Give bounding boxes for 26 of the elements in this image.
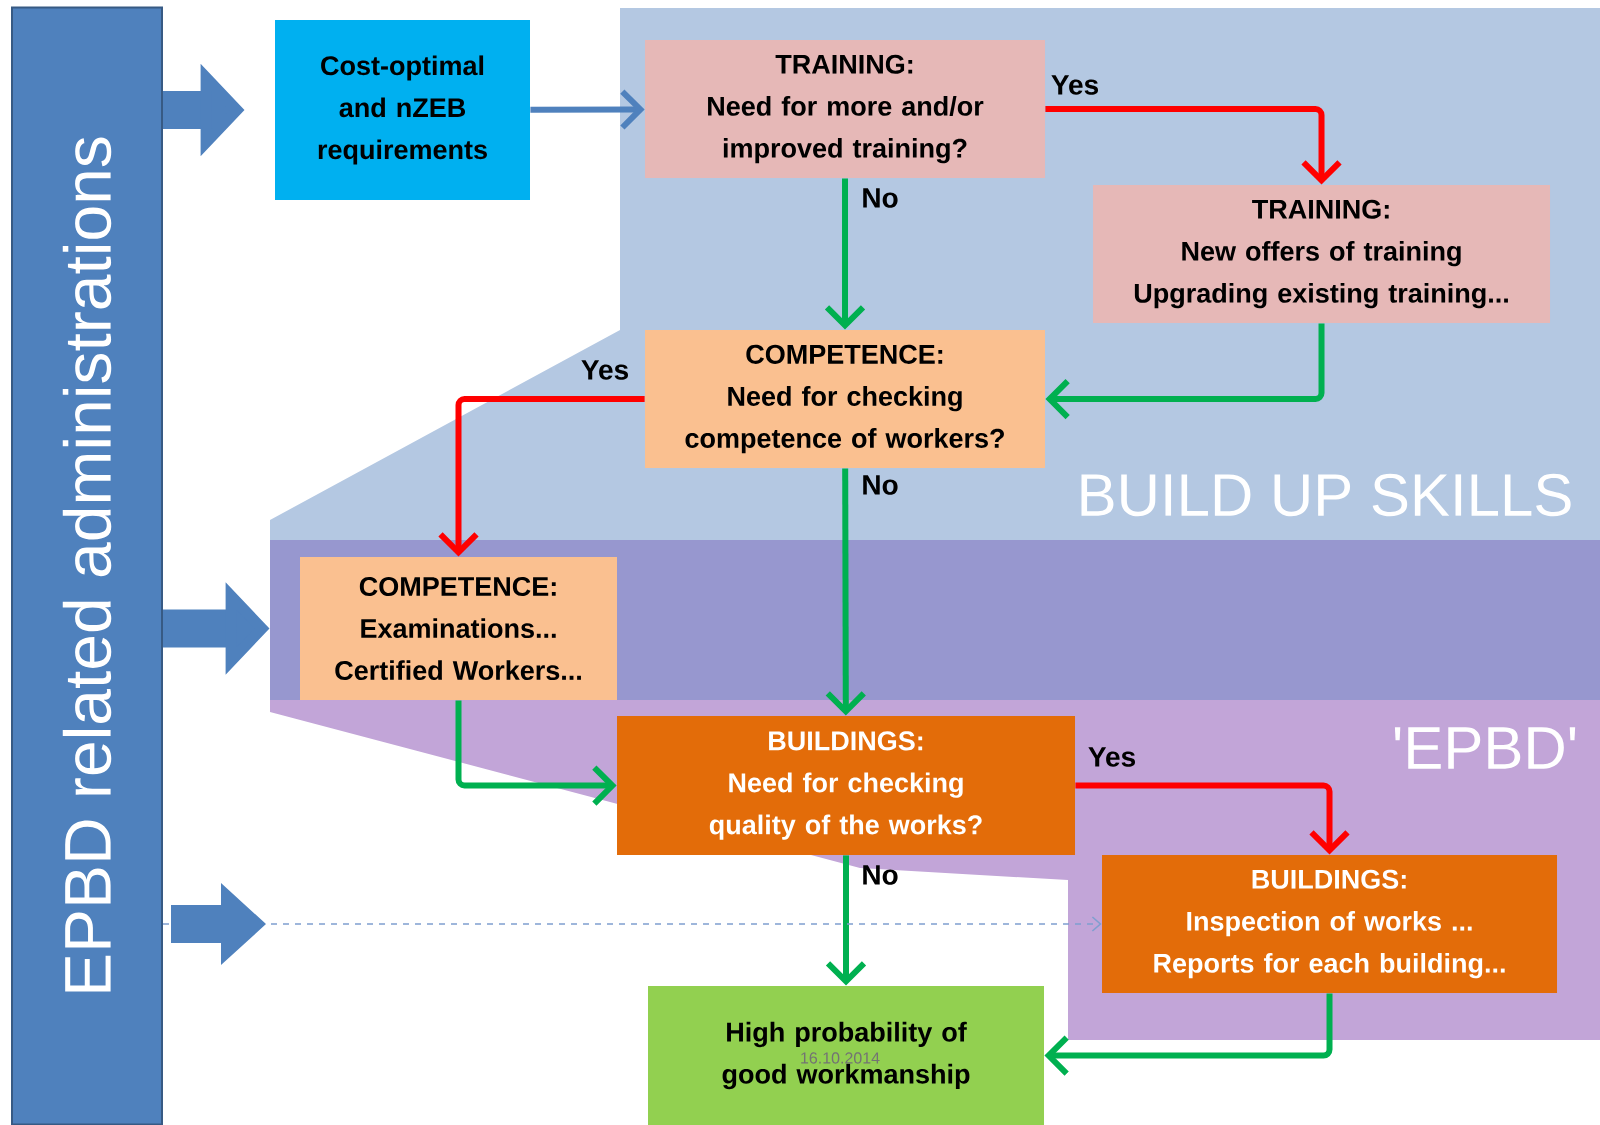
action-box: COMPETENCE: Examinations... Certified Workers...: [300, 557, 617, 700]
decision-box: BUILDINGS: Need for checking quality of the works?: [617, 716, 1075, 855]
edge-label: No: [863, 475, 898, 495]
admin-bar: EPBD related administrations: [11, 6, 163, 1125]
edge-label: Yes: [581, 360, 628, 380]
edge-label: Yes: [1051, 75, 1098, 95]
requirement-box: Cost-optimal and nZEB requirements: [275, 20, 530, 200]
decision-box: COMPETENCE: Need for checking competence of workers?: [645, 330, 1045, 468]
action-box: TRAINING: New offers of training Upgrading existing training...: [1093, 185, 1550, 323]
arrow: [1044, 993, 1333, 1076]
edge-label: No: [863, 188, 898, 208]
arrow: [1045, 106, 1342, 185]
edge-label: No: [863, 865, 898, 885]
arrow: [825, 855, 867, 986]
arrow: [530, 89, 645, 130]
date-label: 16.10.2014: [801, 1052, 880, 1064]
arrow: [1045, 323, 1325, 420]
arrow: [455, 700, 617, 806]
arrow: [162, 883, 1102, 965]
decision-box: TRAINING: Need for more and/or improved training?: [645, 40, 1045, 178]
action-box: BUILDINGS: Inspection of works ... Reports for each building...: [1102, 855, 1557, 993]
edge-label: Yes: [1088, 747, 1135, 767]
arrow: [824, 178, 866, 330]
arrow: [1075, 782, 1350, 855]
arrow: [438, 396, 645, 557]
arrow: [825, 468, 866, 716]
